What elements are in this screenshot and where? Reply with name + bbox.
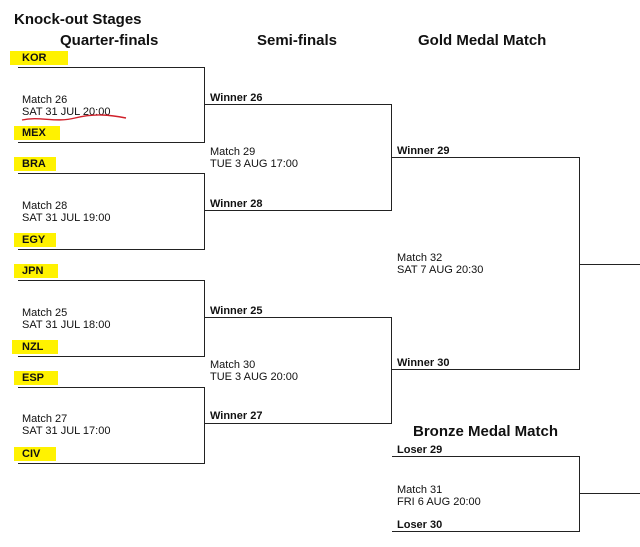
highlight-mark: [14, 371, 58, 385]
match-number: Match 25: [22, 307, 68, 319]
team-jpn: JPN: [22, 265, 44, 277]
bracket-line: [18, 142, 205, 143]
bracket-line: [205, 423, 392, 424]
team-nzl: NZL: [22, 341, 44, 353]
team-kor: KOR: [22, 52, 47, 64]
bracket-line: [18, 67, 205, 68]
match-number: Match 28: [22, 200, 68, 212]
bracket-line: [204, 67, 205, 143]
slot-winner-26: Winner 26: [210, 92, 263, 104]
bracket-line: [204, 173, 205, 250]
match-number: Match 31: [397, 484, 443, 496]
match-datetime: FRI 6 AUG 20:00: [397, 496, 481, 508]
match-number: Match 26: [22, 94, 68, 106]
bracket-line: [205, 210, 392, 211]
bracket-line: [18, 463, 205, 464]
match-datetime: SAT 31 JUL 18:00: [22, 319, 111, 331]
team-bra: BRA: [22, 158, 46, 170]
team-esp: ESP: [22, 372, 45, 384]
match-number: Match 29: [210, 146, 256, 158]
bracket-line: [580, 493, 640, 494]
bracket-line: [204, 387, 205, 464]
bracket-line: [580, 264, 640, 265]
slot-loser-30: Loser 30: [397, 519, 443, 531]
bracket-line: [205, 317, 392, 318]
bronze-medal-heading: Bronze Medal Match: [413, 423, 559, 440]
highlight-mark: [14, 233, 56, 247]
bracket-line: [18, 356, 205, 357]
match-datetime: SAT 7 AUG 20:30: [397, 264, 484, 276]
bracket-line: [579, 157, 580, 370]
match-number: Match 32: [397, 252, 443, 264]
bracket-line: [392, 369, 580, 370]
handwritten-underline: [21, 114, 127, 121]
quarterfinals-heading: Quarter-finals: [60, 32, 159, 49]
highlight-mark: [14, 264, 58, 278]
match-datetime: SAT 31 JUL 19:00: [22, 212, 111, 224]
slot-winner-25: Winner 25: [210, 305, 263, 317]
match-number: Match 30: [210, 359, 256, 371]
page-title: Knock-out Stages: [14, 11, 142, 28]
bracket-line: [18, 387, 205, 388]
bracket-line: [579, 456, 580, 532]
highlight-mark: [10, 51, 68, 65]
highlight-mark: [14, 126, 60, 140]
highlight-mark: [14, 447, 56, 461]
slot-winner-30: Winner 30: [397, 357, 450, 369]
match-datetime: SAT 31 JUL 17:00: [22, 425, 111, 437]
team-civ: CIV: [22, 448, 41, 460]
bracket-line: [18, 249, 205, 250]
bracket-line: [391, 104, 392, 211]
bracket-line: [205, 104, 392, 105]
match-datetime: TUE 3 AUG 17:00: [210, 158, 299, 170]
bracket-line: [204, 280, 205, 357]
slot-winner-28: Winner 28: [210, 198, 263, 210]
team-mex: MEX: [22, 127, 46, 139]
slot-winner-27: Winner 27: [210, 410, 263, 422]
slot-loser-29: Loser 29: [397, 444, 443, 456]
bracket-line: [392, 157, 580, 158]
team-egy: EGY: [22, 234, 46, 246]
highlight-mark: [14, 157, 56, 171]
match-number: Match 27: [22, 413, 68, 425]
semifinals-heading: Semi-finals: [257, 32, 338, 49]
bracket-line: [392, 531, 580, 532]
bracket-line: [18, 280, 205, 281]
bracket-line: [18, 173, 205, 174]
highlight-mark: [12, 340, 58, 354]
bracket-line: [391, 317, 392, 424]
match-datetime: TUE 3 AUG 20:00: [210, 371, 299, 383]
bracket-line: [392, 456, 580, 457]
gold-medal-heading: Gold Medal Match: [418, 32, 547, 49]
slot-winner-29: Winner 29: [397, 145, 450, 157]
